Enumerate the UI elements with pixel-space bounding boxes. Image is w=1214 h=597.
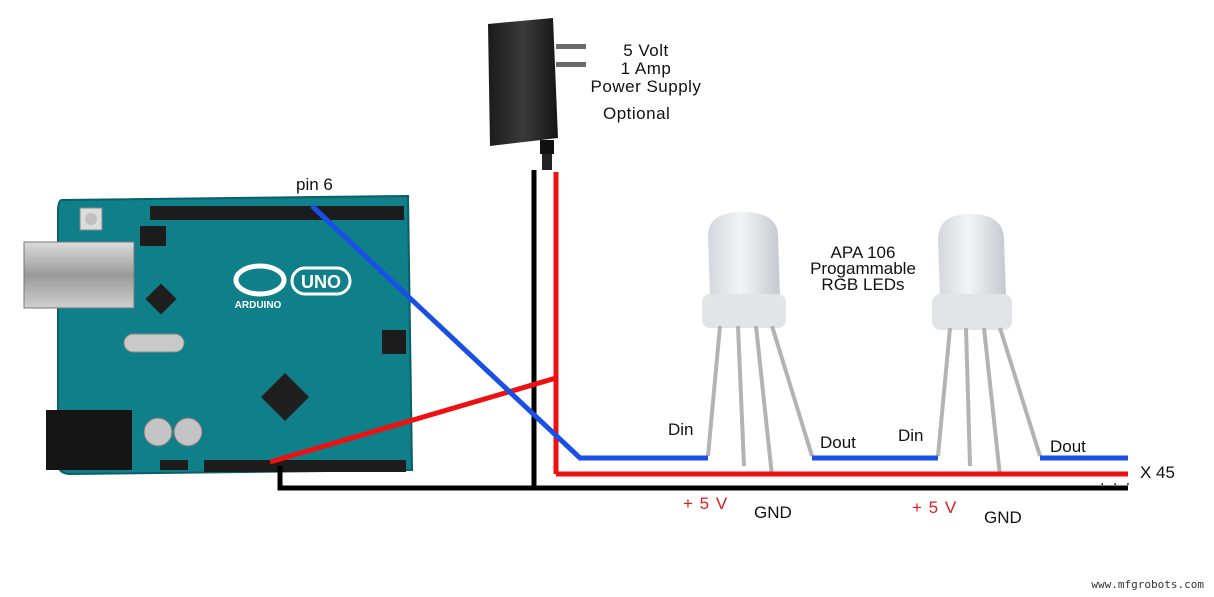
- digital-header: [150, 206, 404, 220]
- power-supply-label: 5 Volt 1 Amp Power Supply: [580, 42, 712, 96]
- arduino-brand: ARDUINO: [235, 300, 282, 311]
- psu-name: Power Supply: [590, 77, 702, 96]
- pin-6-label: pin 6: [296, 175, 333, 194]
- led1-din-label: Din: [668, 420, 694, 439]
- led-2: [932, 214, 1042, 477]
- led2-gnd-label: GND: [984, 508, 1022, 527]
- led1-dout-label: Dout: [820, 433, 856, 452]
- power-jack: [46, 410, 132, 470]
- power-supply: [488, 18, 586, 170]
- mcu-chip: [260, 372, 310, 422]
- data-wire: [310, 204, 1128, 461]
- led-count-label: X 45: [1140, 463, 1175, 482]
- led1-vcc-label: + 5 V: [683, 494, 729, 513]
- site-credit: www.mfgrobots.com: [1091, 578, 1204, 591]
- arduino-board: UNO ARDUINO: [23, 194, 414, 476]
- analog-header: [204, 460, 406, 472]
- led-model: APA 106: [830, 243, 896, 262]
- psu-optional-note: Optional: [603, 104, 671, 123]
- led-type: Progammable: [810, 259, 916, 278]
- continuation-dots: . . .: [1100, 472, 1133, 489]
- led-kind: RGB LEDs: [821, 275, 905, 294]
- led1-gnd-label: GND: [754, 503, 792, 522]
- led2-dout-label: Dout: [1050, 437, 1086, 456]
- led-title: APA 106 Progammable RGB LEDs: [794, 243, 932, 294]
- psu-voltage: 5 Volt: [623, 41, 669, 60]
- led-1: [702, 212, 814, 477]
- psu-current: 1 Amp: [620, 59, 672, 78]
- arduino-uno-logo: UNO: [301, 272, 341, 292]
- ground-wire: [277, 170, 1128, 491]
- led2-vcc-label: + 5 V: [912, 498, 958, 517]
- led2-din-label: Din: [898, 426, 924, 445]
- usb-connector: [23, 241, 135, 309]
